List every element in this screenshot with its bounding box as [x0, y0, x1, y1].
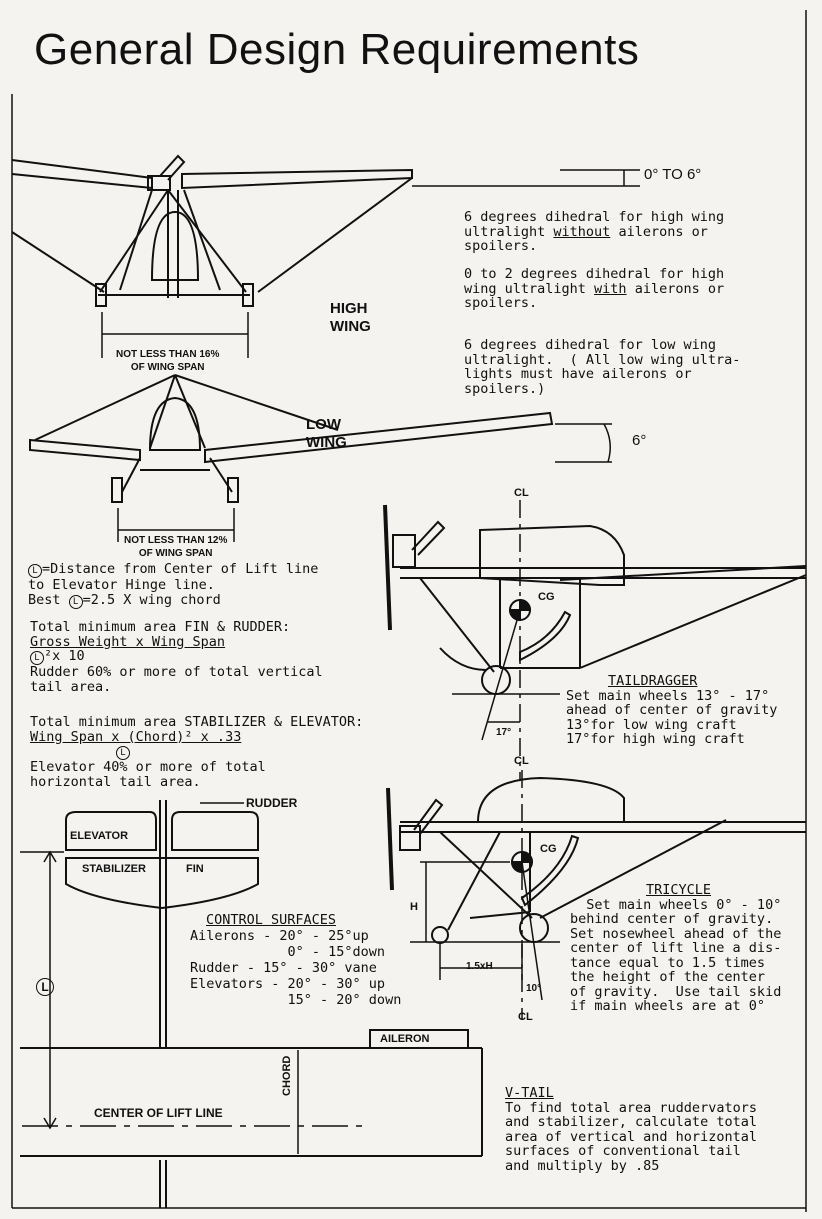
l-symbol: L — [28, 564, 42, 578]
chord-label: CHORD — [281, 1055, 293, 1096]
center-of-lift-line-label: CENTER OF LIFT LINE — [94, 1106, 223, 1120]
cl-label-mid: CL — [514, 755, 529, 767]
tricycle-angle-label: 10° — [526, 983, 542, 994]
fin-rudder-area-note: Total minimum area FIN & RUDDER: Gross W… — [30, 619, 323, 695]
cg-label-tricycle: CG — [540, 843, 557, 855]
dihedral-low-label: 6° — [632, 432, 647, 449]
stabilizer-elevator-area-note: Total minimum area STABILIZER & ELEVATOR… — [30, 714, 364, 790]
fin-label: FIN — [186, 863, 204, 875]
stabilizer-label: STABILIZER — [82, 863, 146, 875]
taildragger-side-view — [383, 500, 807, 780]
cg-label-taildragger: CG — [538, 591, 555, 603]
low-wing-front-view — [29, 374, 612, 542]
dihedral-high-label: 0° TO 6° — [644, 166, 702, 183]
tricycle-note: TRICYCLE Set main wheels 0° - 10° behind… — [570, 882, 782, 1014]
control-surfaces-note: CONTROL SURFACES Ailerons - 20° - 25°up … — [190, 912, 402, 1008]
elevator-label: ELEVATOR — [70, 830, 129, 842]
tricycle-h-label: H — [410, 901, 418, 913]
tricycle-side-view — [386, 770, 806, 1020]
l-distance-symbol: L — [36, 978, 54, 996]
l-definition-note: L=Distance from Center of Lift line to E… — [28, 561, 319, 609]
track-high-label: NOT LESS THAN 16%OF WING SPAN — [116, 349, 220, 373]
l-symbol: L — [116, 746, 130, 760]
v-tail-note: V-TAIL To find total area ruddervators a… — [505, 1085, 757, 1174]
track-low-label: NOT LESS THAN 12%OF WING SPAN — [124, 535, 228, 559]
high-wing-front-view — [11, 154, 640, 358]
l-symbol: L — [68, 594, 83, 609]
taildragger-note: TAILDRAGGER Set main wheels 13° - 17° ah… — [566, 673, 778, 747]
page-title: General Design Requirements — [34, 25, 640, 74]
dihedral-note-high-with-ailerons: 0 to 2 degrees dihedral for high wing ul… — [464, 266, 725, 311]
cl-label-bottom: CL — [518, 1011, 533, 1023]
l-symbol: L — [30, 651, 44, 665]
taildragger-angle-label: 17° — [496, 727, 512, 738]
aileron-label: AILERON — [380, 1033, 430, 1045]
tricycle-base-label: 1.5xH — [466, 961, 493, 972]
rudder-label: RUDDER — [246, 796, 298, 810]
dihedral-note-low-wing: 6 degrees dihedral for low wing ultralig… — [464, 337, 741, 397]
tail-plan-view — [20, 800, 483, 1208]
dihedral-note-high-without-ailerons: 6 degrees dihedral for high wing ultrali… — [464, 209, 725, 254]
cl-label-top: CL — [514, 487, 529, 499]
